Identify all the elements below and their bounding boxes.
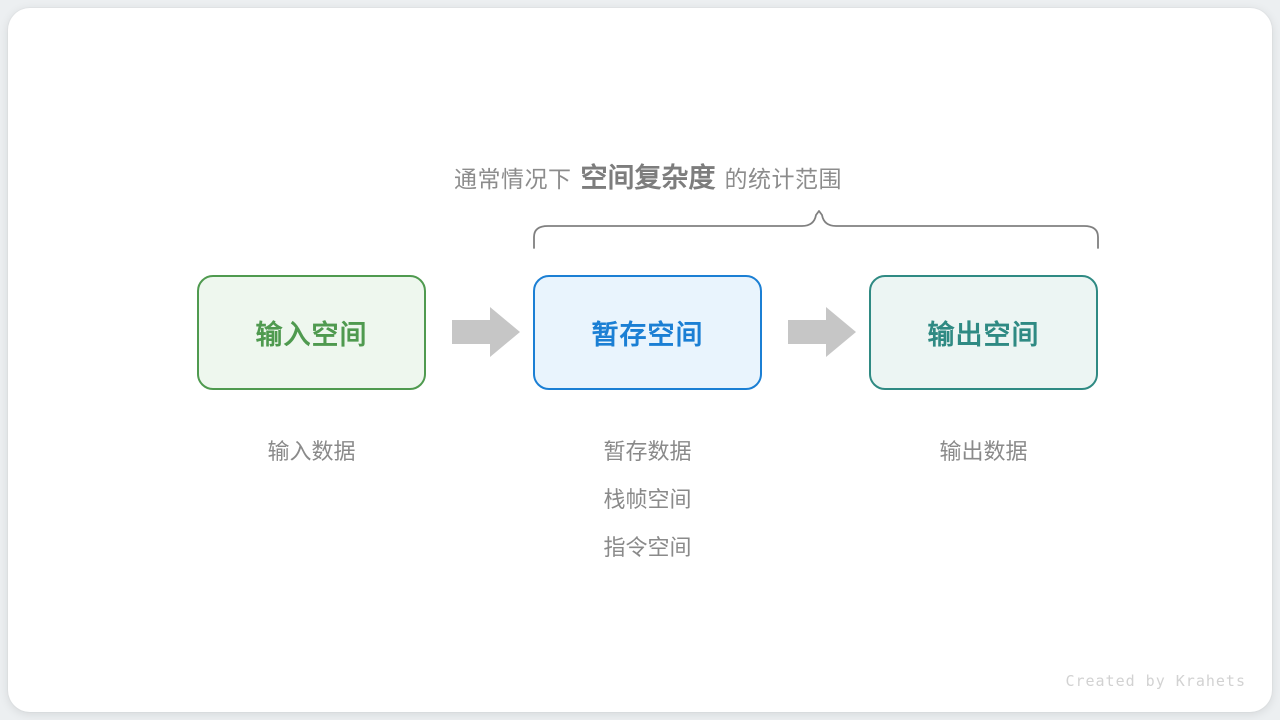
box-output-space[interactable]: 输出空间 xyxy=(869,275,1098,390)
box-temp-space-label: 暂存空间 xyxy=(591,320,704,350)
figure-heading: 通常情况下空间复杂度的统计范围 xyxy=(8,156,1272,195)
heading-suffix: 的统计范围 xyxy=(724,166,842,192)
caption-line: 输入数据 xyxy=(267,439,356,464)
heading-emphasis: 空间复杂度 xyxy=(580,163,716,193)
caption-line: 暂存数据 xyxy=(603,439,692,464)
box-input-space-label: 输入空间 xyxy=(255,320,368,350)
caption-temp-space: 暂存数据 栈帧空间 指令空间 xyxy=(533,428,762,572)
box-temp-space[interactable]: 暂存空间 xyxy=(533,275,762,390)
box-input-space[interactable]: 输入空间 xyxy=(197,275,426,390)
caption-output-space: 输出数据 xyxy=(869,428,1098,476)
scope-brace-icon xyxy=(533,210,1099,249)
caption-line: 输出数据 xyxy=(939,439,1028,464)
caption-line: 指令空间 xyxy=(603,535,692,560)
caption-input-space: 输入数据 xyxy=(197,428,426,476)
watermark-credit: Created by Krahets xyxy=(1065,672,1246,690)
figure-card: 通常情况下空间复杂度的统计范围 输入空间 暂存空间 输出空间 输入数据 暂存数据 xyxy=(8,8,1272,712)
right-arrow-icon xyxy=(788,307,856,357)
heading-prefix: 通常情况下 xyxy=(454,166,572,192)
box-output-space-label: 输出空间 xyxy=(927,320,1040,350)
right-arrow-icon xyxy=(452,307,520,357)
caption-line: 栈帧空间 xyxy=(603,487,692,512)
